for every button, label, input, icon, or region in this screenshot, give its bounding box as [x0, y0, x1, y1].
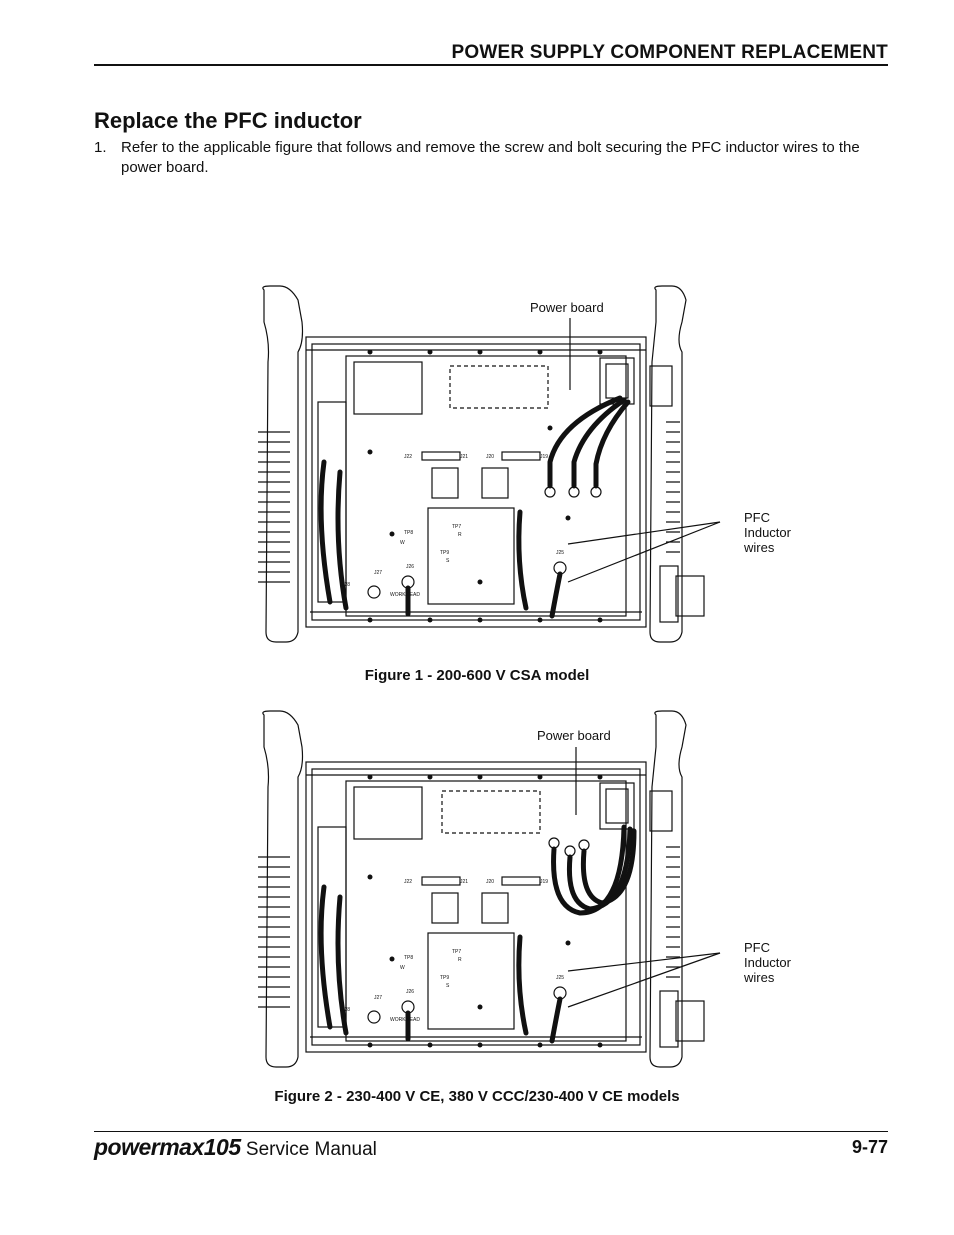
figure-1-caption: Figure 1 - 200-600 V CSA model: [364, 667, 590, 684]
label-j21: J21: [460, 454, 468, 460]
label-j20: J20: [486, 454, 494, 460]
label-w: W: [400, 965, 405, 971]
label-tp9: TP9: [440, 550, 449, 556]
label-tp8: TP8: [404, 955, 413, 961]
label-j27: J27: [374, 995, 382, 1001]
label-tp8: TP8: [404, 530, 413, 536]
label-j26: J26: [406, 989, 414, 995]
figure-2-caption: Figure 2 - 230-400 V CE, 380 V CCC/230-4…: [274, 1088, 680, 1105]
figure-2-diagram: J22 J21 J20 J19 TP8 W TP7 R TP9 S J27 J2…: [250, 707, 791, 1069]
label-s: S: [446, 983, 450, 989]
label-tp7: TP7: [452, 949, 461, 955]
power-supply-diagram-ce: J22 J21 J20 J19 TP8 W TP7 R TP9 S J27 J2…: [258, 710, 721, 1068]
label-j22: J22: [404, 454, 412, 460]
callout-power-board: Power board: [537, 728, 611, 743]
page-title: Replace the PFC inductor: [94, 108, 362, 133]
label-j19: J19: [540, 879, 548, 885]
callout-power-board: Power board: [530, 300, 604, 315]
label-w: W: [400, 540, 405, 546]
label-r: R: [458, 532, 462, 538]
label-r: R: [458, 957, 462, 963]
label-j25: J25: [556, 975, 564, 981]
label-j28: J28: [342, 582, 350, 588]
callout-pfc-inductor-wires: PFC Inductor wires: [744, 510, 791, 555]
label-j27: J27: [374, 570, 382, 576]
label-s: S: [446, 558, 450, 564]
label-tp9: TP9: [440, 975, 449, 981]
footer-divider: [94, 1131, 888, 1132]
footer-title: powermax105 Service Manual: [94, 1134, 377, 1161]
label-j28: J28: [342, 1007, 350, 1013]
label-j19: J19: [540, 454, 548, 460]
step-number: 1.: [94, 139, 107, 156]
manual-name: Service Manual: [245, 1139, 377, 1160]
label-j26: J26: [406, 564, 414, 570]
label-tp7: TP7: [452, 524, 461, 530]
callout-pfc-inductor-wires: PFC Inductor wires: [744, 940, 791, 985]
section-header: POWER SUPPLY COMPONENT REPLACEMENT: [451, 42, 888, 63]
label-j25: J25: [556, 550, 564, 556]
figure-1-diagram: J22 J21 J20 J19 TP8 W TP7 R TP9 S J27 J2…: [250, 282, 791, 644]
header-divider: [94, 64, 888, 66]
label-j22: J22: [404, 879, 412, 885]
step-text: Refer to the applicable figure that foll…: [121, 139, 860, 176]
page-number: 9-77: [851, 1137, 888, 1157]
brand-logo: powermax105: [94, 1134, 241, 1160]
power-supply-diagram-csa: J22 J21 J20 J19 TP8 W TP7 R TP9 S J27 J2…: [258, 285, 721, 643]
label-work-lead: WORK LEAD: [390, 1017, 420, 1023]
label-j21: J21: [460, 879, 468, 885]
label-j20: J20: [486, 879, 494, 885]
label-work-lead: WORK LEAD: [390, 592, 420, 598]
